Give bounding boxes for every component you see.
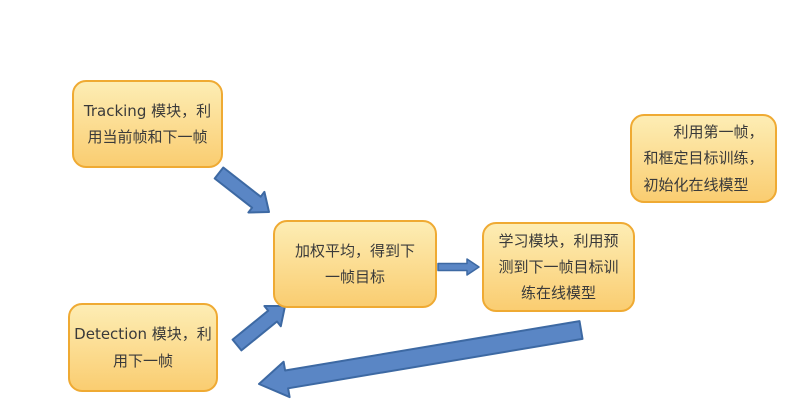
node-learning-label: 学习模块，利用预 测到下一帧目标训 练在线模型 [498, 231, 619, 303]
node-detection-module: Detection 模块，利 用下一帧 [68, 303, 218, 392]
arrow-tracking-to-average-icon [213, 166, 270, 214]
node-detection-label: Detection 模块，利 用下一帧 [74, 325, 212, 370]
node-tracking-label: Tracking 模块，利 用当前帧和下一帧 [83, 101, 212, 146]
arrow-average-to-learning-icon [437, 258, 480, 276]
node-init-label: 利用第一帧， 和框定目标训练， 初始化在线模型 [643, 123, 764, 194]
arrow-learning-to-bottom-left-icon [258, 320, 584, 399]
node-weighted-average: 加权平均，得到下 一帧目标 [273, 220, 437, 308]
node-tracking-module: Tracking 模块，利 用当前帧和下一帧 [72, 80, 223, 168]
arrow-detection-to-average-icon [231, 305, 286, 352]
node-init-online-model: 利用第一帧， 和框定目标训练， 初始化在线模型 [630, 114, 777, 203]
node-learning-module: 学习模块，利用预 测到下一帧目标训 练在线模型 [482, 222, 635, 312]
node-weighted-average-label: 加权平均，得到下 一帧目标 [294, 241, 415, 286]
